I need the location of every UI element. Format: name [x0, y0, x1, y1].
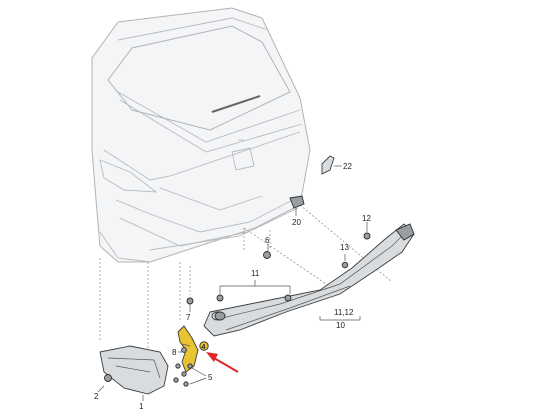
screws-5 — [173, 363, 207, 387]
part-label-11: 11 — [251, 269, 260, 278]
nut-6 — [263, 244, 271, 259]
part-label-11-12: 11,12 — [334, 308, 354, 317]
clip-20 — [289, 195, 305, 216]
bracket-4-highlighted — [177, 325, 209, 373]
dashed-guides — [99, 204, 393, 355]
screw-8 — [178, 347, 187, 353]
part-label-12: 12 — [362, 214, 371, 223]
part-label-13: 13 — [340, 243, 349, 252]
clip-13 — [341, 254, 349, 269]
car-body-outline — [91, 7, 311, 263]
part-label-22: 22 — [343, 162, 352, 171]
part-label-4: 4 — [202, 344, 206, 351]
tail-light-1 — [99, 345, 169, 401]
part-label-2: 2 — [94, 392, 99, 401]
part-label-10: 10 — [336, 321, 345, 330]
part-label-7: 7 — [186, 313, 191, 322]
part-label-8: 8 — [172, 348, 177, 357]
part-label-20: 20 — [292, 218, 301, 227]
nut-2 — [97, 374, 112, 393]
bracket-22 — [321, 155, 342, 175]
bumper-insert-10 — [203, 223, 415, 337]
part-label-6: 6 — [265, 236, 270, 245]
clip-7 — [186, 297, 194, 312]
screw-12 — [363, 222, 371, 240]
part-label-5: 5 — [208, 373, 213, 382]
part-label-1: 1 — [139, 402, 144, 411]
grommets-11 — [214, 280, 292, 321]
bracket-10-guide — [319, 316, 361, 321]
pointer-arrow — [206, 352, 239, 373]
